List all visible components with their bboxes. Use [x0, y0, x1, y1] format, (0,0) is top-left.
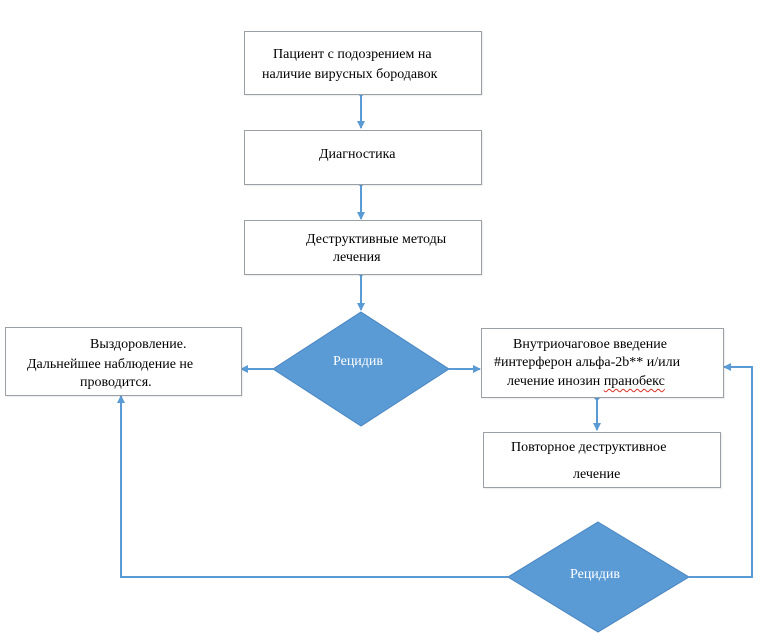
node-recovery-line-3: проводится. [80, 375, 152, 390]
decision-relapse-1-label: Рецидив [333, 354, 384, 369]
node-intralesional-line-2: #интерферон альфа-2b** и/или [494, 355, 681, 370]
node-destructive-line-2: лечения [333, 250, 381, 265]
node-patient-line-1: Пациент с подозрением на [273, 47, 432, 62]
node-intralesional-line-3-text: лечение инозин [507, 374, 604, 389]
node-intralesional: Внутриочаговое введение #интерферон альф… [481, 328, 724, 398]
node-destructive-line-1: Деструктивные методы [306, 232, 447, 247]
node-recovery-line-2: Дальнейшее наблюдение не [27, 357, 194, 372]
node-destructive-methods: Деструктивные методы лечения [244, 220, 482, 275]
decision-relapse-2-label: Рецидив [570, 567, 621, 582]
node-recovery-line-1: Выздоровление. [90, 337, 187, 352]
node-repeat-line-1: Повторное деструктивное [511, 440, 667, 455]
node-diagnostics-label: Диагностика [319, 147, 396, 162]
node-intralesional-spellcheck-word: пранобекс [603, 374, 665, 389]
node-patient-line-2: наличие вирусных бородавок [262, 67, 438, 82]
node-patient: Пациент с подозрением на наличие вирусны… [244, 31, 482, 95]
node-recovery: Выздоровление. Дальнейшее наблюдение не … [5, 327, 242, 396]
connector-relapse2-to-intralesional [689, 363, 753, 578]
connector-relapse2-to-recovery [117, 395, 508, 578]
node-intralesional-line-3: лечение инозин пранобекс [507, 372, 665, 392]
node-repeat-destructive: Повторное деструктивное лечение [483, 432, 721, 488]
node-intralesional-line-1: Внутриочаговое введение [513, 337, 667, 352]
decision-relapse-1 [272, 311, 450, 427]
node-diagnostics: Диагностика [244, 130, 482, 185]
node-repeat-line-2: лечение [573, 467, 621, 482]
decision-relapse-2 [507, 521, 690, 633]
